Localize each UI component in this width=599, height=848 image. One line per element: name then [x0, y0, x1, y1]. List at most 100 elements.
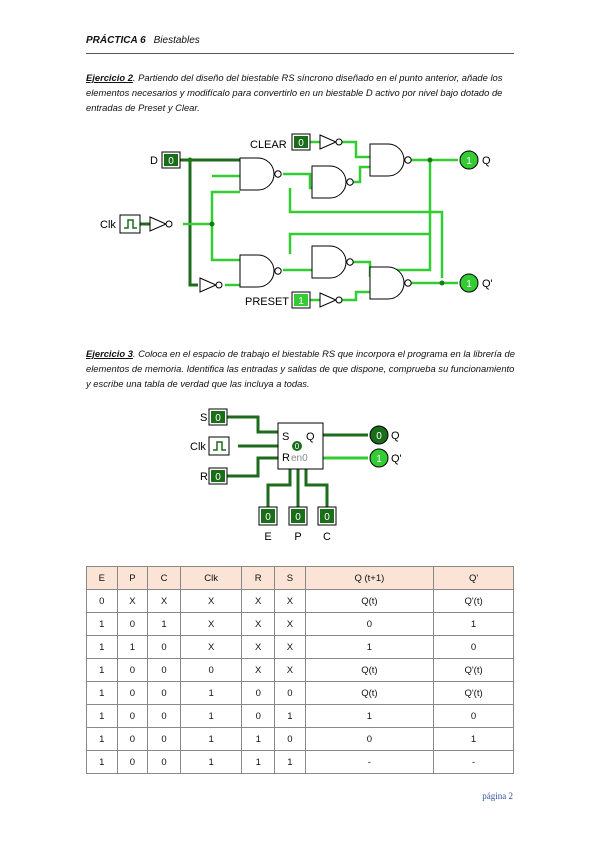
- table-cell: X: [179, 589, 243, 613]
- table-cell: X: [241, 612, 276, 636]
- nand-gate: [239, 254, 282, 288]
- table-cell: X: [274, 658, 306, 682]
- table-cell: 0: [433, 704, 514, 728]
- table-cell: 0: [433, 635, 514, 659]
- table-cell: X: [241, 589, 276, 613]
- column-header: Clk: [179, 566, 243, 590]
- clear-value: 0: [298, 138, 304, 149]
- s-label: S: [200, 412, 207, 424]
- table-cell: 0: [116, 681, 149, 705]
- table-cell: 1: [86, 612, 118, 636]
- not-gate: [149, 216, 173, 232]
- table-cell: 0: [147, 635, 181, 659]
- table-cell: 0: [147, 727, 181, 751]
- table-cell: 1: [86, 658, 118, 682]
- table-cell: -: [433, 750, 514, 774]
- table-cell: 1: [86, 727, 118, 751]
- practice-number: PRÁCTICA 6: [86, 35, 146, 46]
- p-label: P: [294, 531, 301, 543]
- column-header: S: [274, 566, 306, 590]
- block-r-pin: R: [282, 452, 290, 464]
- q-value: 1: [466, 156, 472, 167]
- table-cell: 1: [147, 612, 181, 636]
- table-cell: X: [274, 612, 306, 636]
- table-cell: -: [304, 750, 435, 774]
- qn-value-2: 1: [376, 454, 382, 465]
- r-label: R: [200, 471, 208, 483]
- not-gate: [319, 292, 343, 308]
- table-cell: X: [116, 589, 149, 613]
- table-cell: 0: [304, 612, 435, 636]
- column-header: Q': [433, 566, 514, 590]
- r-switch[interactable]: 0: [208, 467, 228, 485]
- r-value: 0: [215, 472, 221, 483]
- p-switch[interactable]: 0: [288, 506, 308, 526]
- table-cell: 0: [116, 750, 149, 774]
- column-header: P: [116, 566, 149, 590]
- table-header-row: E P C Clk R S Q (t+1) Q': [86, 566, 514, 590]
- rs-flipflop-block[interactable]: S Q 0 R en0: [277, 422, 324, 470]
- s-switch[interactable]: 0: [208, 408, 228, 426]
- table-cell: X: [241, 635, 276, 659]
- e-value: 0: [265, 512, 271, 523]
- table-cell: 1: [274, 750, 306, 774]
- exercise-2-body: . Partiendo del diseño del biestable RS …: [86, 72, 503, 113]
- table-cell: 1: [179, 727, 243, 751]
- q-output-led-2: 0: [369, 425, 389, 445]
- exercise-2-text: Ejercicio 2. Partiendo del diseño del bi…: [86, 70, 516, 115]
- table-cell: 1: [241, 750, 276, 774]
- clock-wave-icon: [124, 219, 137, 229]
- table-cell: 0: [274, 681, 306, 705]
- nand-gate: [369, 143, 412, 177]
- d-switch[interactable]: 0: [161, 151, 181, 169]
- qn-output-led-2: 1: [369, 448, 389, 468]
- q-value-2: 0: [376, 431, 382, 442]
- q-output-led: 1: [459, 150, 479, 170]
- block-state: 0: [295, 442, 300, 451]
- clock-source[interactable]: [119, 214, 141, 234]
- table-cell: 0: [116, 704, 149, 728]
- preset-switch[interactable]: 1: [291, 291, 311, 309]
- clock-source-2[interactable]: [208, 436, 230, 456]
- table-cell: Q(t): [304, 589, 435, 613]
- table-cell: 1: [179, 750, 243, 774]
- s-value: 0: [215, 413, 221, 424]
- clock-wave-icon: [213, 441, 226, 451]
- table-cell: 1: [304, 635, 435, 659]
- clear-switch[interactable]: 0: [291, 133, 311, 151]
- table-cell: 1: [179, 681, 243, 705]
- table-cell: 1: [86, 704, 118, 728]
- qn-value: 1: [466, 279, 472, 290]
- rs-flipflop-circuit: S Q 0 R en0 S 0 Clk R 0 0 Q 1 Q' 0 E: [190, 408, 402, 543]
- table-cell: X: [241, 658, 276, 682]
- exercise-3-label: Ejercicio 3: [86, 348, 133, 359]
- table-cell: X: [179, 635, 243, 659]
- e-label: E: [264, 531, 271, 543]
- table-cell: 0: [116, 658, 149, 682]
- column-header: R: [241, 566, 276, 590]
- table-cell: 1: [274, 704, 306, 728]
- c-value: 0: [324, 512, 330, 523]
- table-cell: 1: [86, 681, 118, 705]
- table-cell: 0: [147, 681, 181, 705]
- table-cell: 1: [116, 635, 149, 659]
- table-cell: 0: [147, 704, 181, 728]
- table-cell: 1: [86, 635, 118, 659]
- table-cell: 1: [433, 727, 514, 751]
- table-cell: Q'(t): [433, 658, 514, 682]
- table-cell: 0: [241, 704, 276, 728]
- clear-label: CLEAR: [250, 139, 287, 151]
- p-value: 0: [295, 512, 301, 523]
- c-switch[interactable]: 0: [317, 506, 337, 526]
- nand-gate: [239, 157, 282, 191]
- table-cell: Q(t): [304, 658, 435, 682]
- clk-label: Clk: [100, 219, 116, 231]
- table-cell: X: [274, 635, 306, 659]
- table-cell: 0: [274, 727, 306, 751]
- not-gate: [199, 277, 223, 293]
- e-switch[interactable]: 0: [258, 506, 278, 526]
- table-cell: 1: [433, 612, 514, 636]
